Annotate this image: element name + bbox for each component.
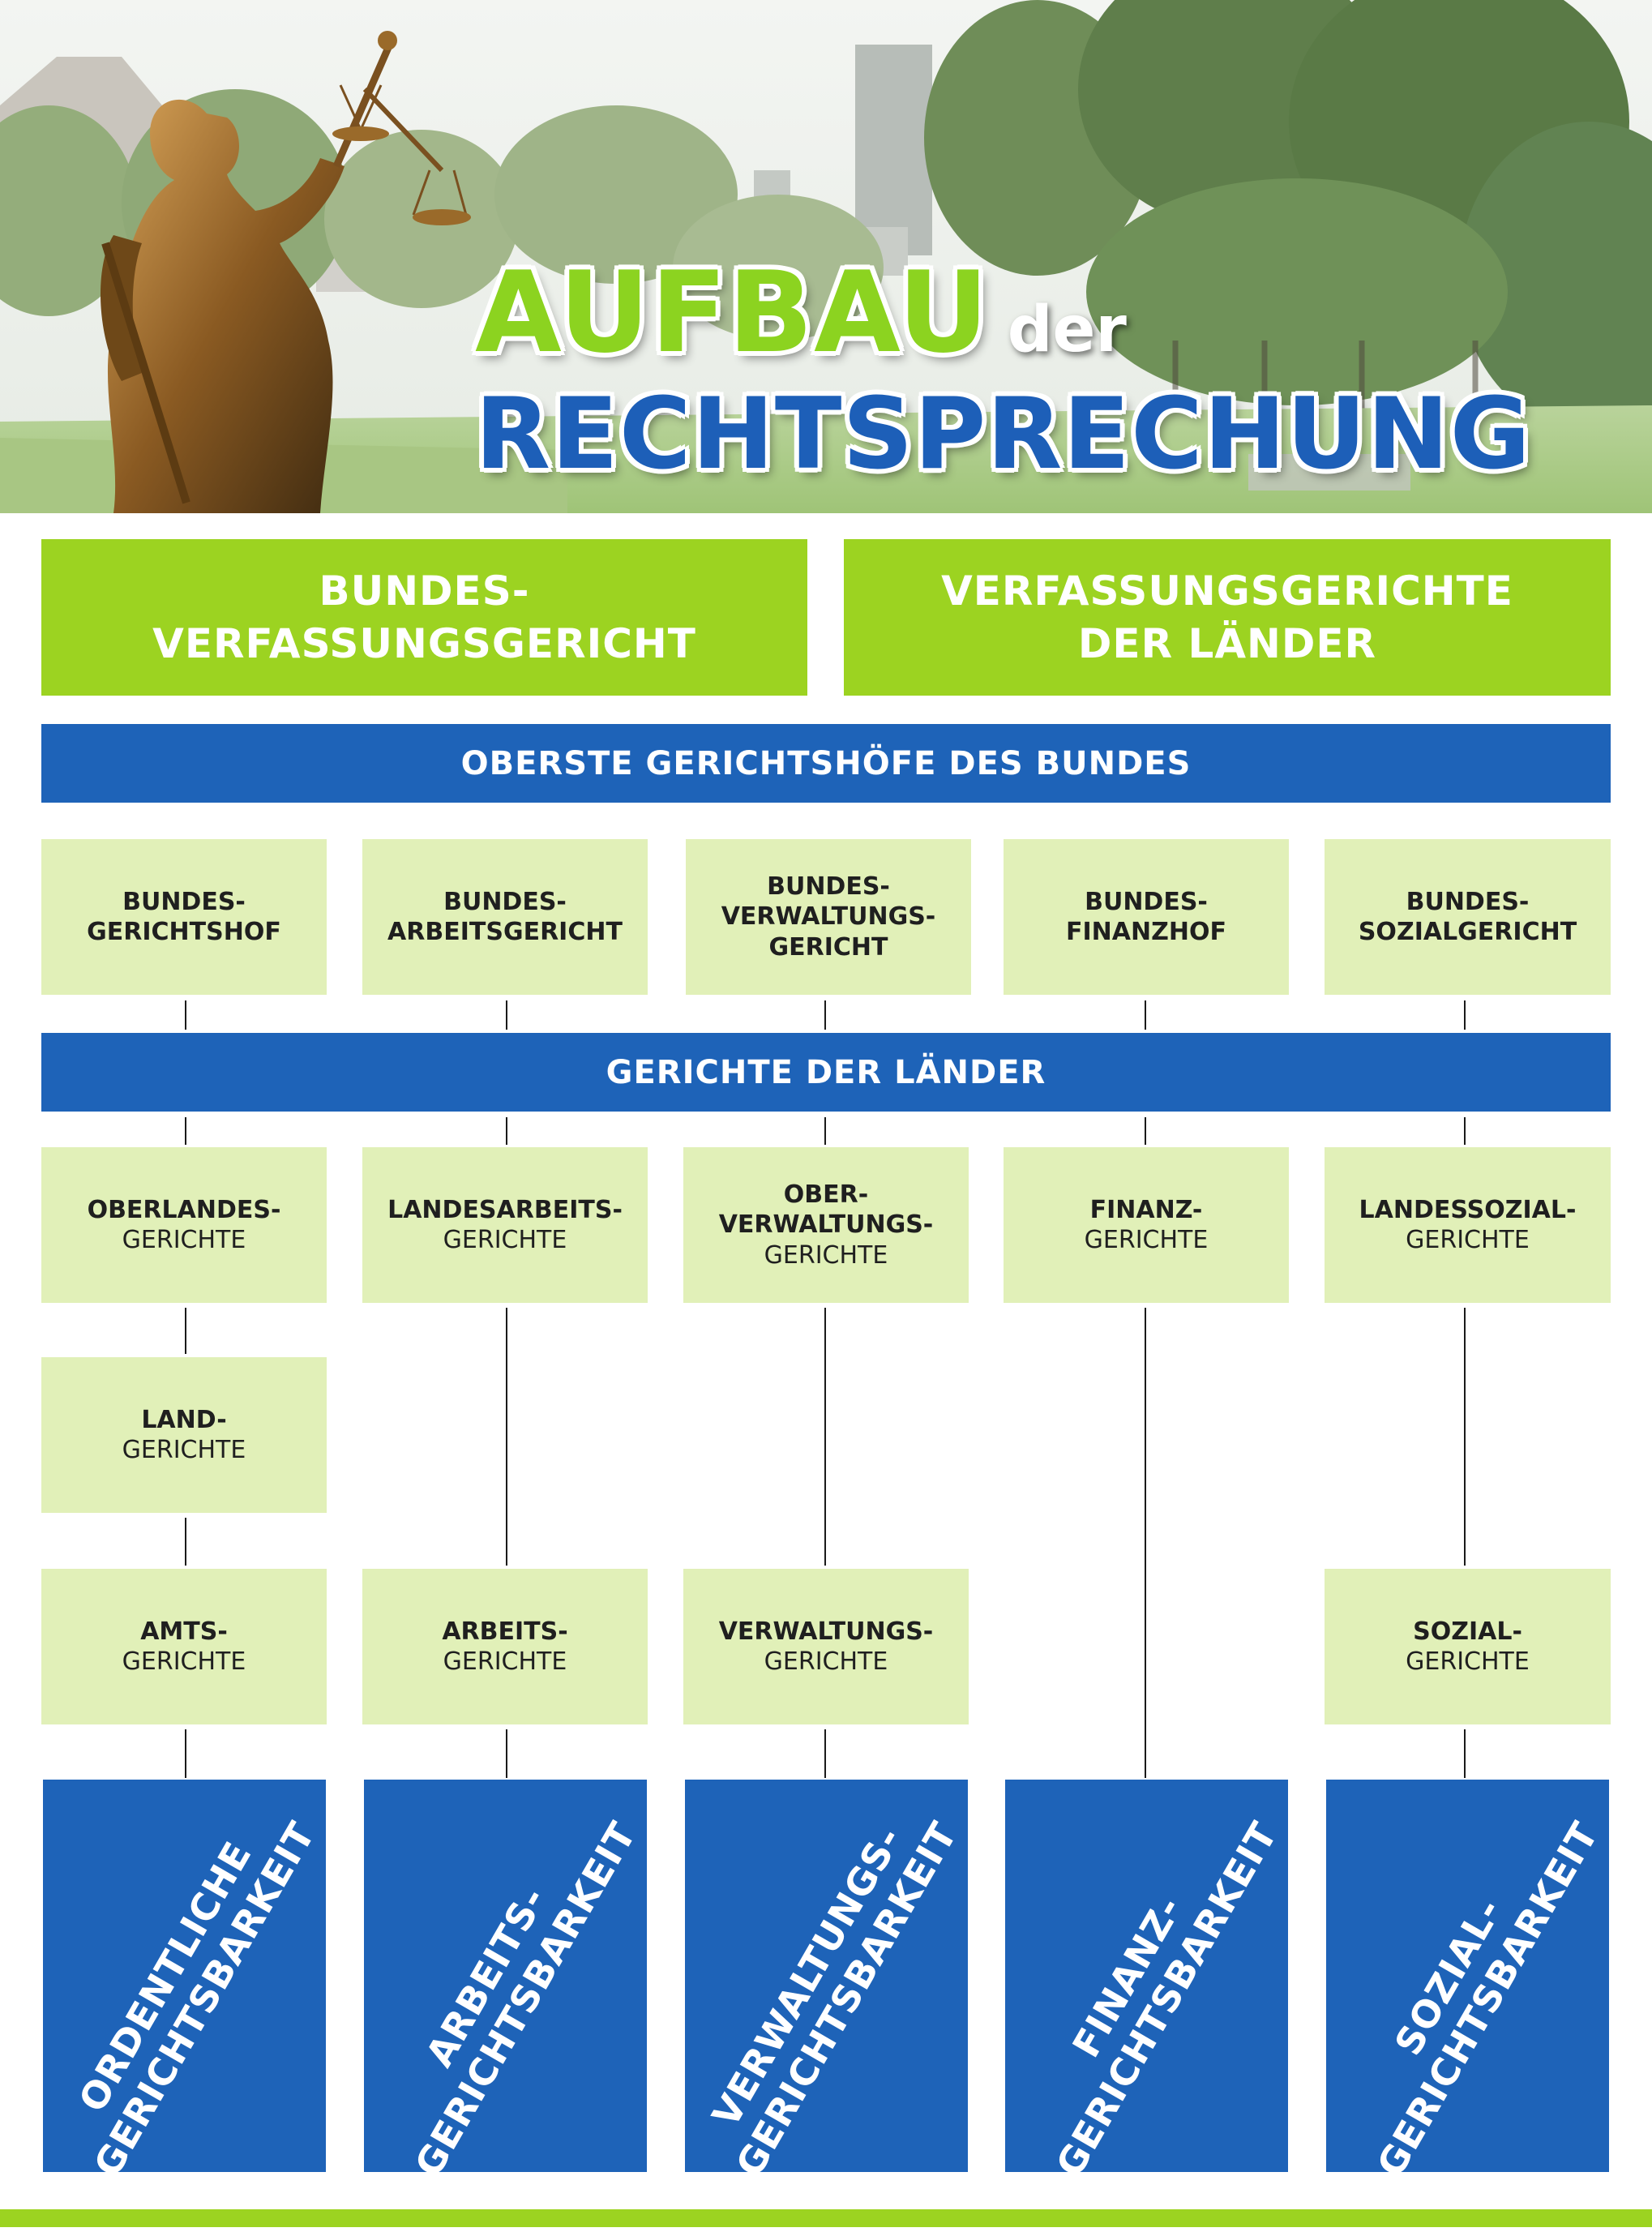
court-label-bold: OBER- — [783, 1180, 869, 1209]
connector-line — [185, 1000, 186, 1030]
court-label-normal: GERICHTE — [443, 1647, 567, 1676]
court-label-normal: GERICHTE — [1406, 1226, 1530, 1254]
connector-line — [506, 1729, 507, 1778]
connector-line — [1464, 1000, 1466, 1030]
box-label-line: VERFASSUNGSGERICHT — [152, 619, 696, 667]
court-label-normal: GERICHTE — [443, 1226, 567, 1254]
court-label-normal: GERICHTE — [764, 1647, 888, 1676]
box-bundesverwaltungsgericht: BUNDES- VERWALTUNGS- GERICHT — [686, 839, 971, 995]
court-label-normal: GERICHTE — [122, 1226, 246, 1254]
box-label-line: VERFASSUNGSGERICHTE — [941, 567, 1513, 615]
connector-line — [506, 1117, 507, 1145]
court-label: SOZIALGERICHT — [1358, 918, 1577, 946]
court-label-bold: VERWALTUNGS- — [718, 1210, 934, 1240]
box-oberverwaltungsgerichte: OBER- VERWALTUNGS- GERICHTE — [683, 1147, 969, 1303]
court-label-bold: OBERLANDES- — [87, 1195, 281, 1224]
box-landgerichte: LAND- GERICHTE — [41, 1357, 327, 1513]
court-label: BUNDES- — [767, 872, 890, 901]
title-sub: RECHTSPRECHUNG — [475, 377, 1531, 491]
connector-line — [185, 1117, 186, 1145]
court-label-normal: GERICHTE — [122, 1647, 246, 1676]
court-label: GERICHT — [768, 932, 888, 962]
court-label-normal: GERICHTE — [1406, 1647, 1530, 1676]
connector-line — [1464, 1729, 1466, 1778]
court-label-bold: LAND- — [141, 1405, 227, 1434]
court-label: VERWALTUNGS- — [721, 902, 936, 932]
box-bundessozialgericht: BUNDES- SOZIALGERICHT — [1325, 839, 1611, 995]
connector-line — [824, 1117, 826, 1145]
connector-line — [185, 1729, 186, 1778]
box-verwaltungsgerichtsbarkeit: VERWALTUNGS-GERICHTSBARKEIT — [685, 1780, 968, 2172]
connector-line — [1145, 1117, 1146, 1145]
court-label-bold: VERWALTUNGS- — [718, 1617, 934, 1646]
box-sozialgerichte: SOZIAL- GERICHTE — [1325, 1569, 1611, 1724]
court-label-bold: LANDESARBEITS- — [387, 1195, 623, 1224]
connector-line — [824, 1308, 826, 1566]
title-main: AUFBAU — [475, 247, 990, 378]
box-landesarbeitsgerichte: LANDESARBEITS- GERICHTE — [362, 1147, 648, 1303]
connector-line — [185, 1308, 186, 1354]
court-label: FINANZHOF — [1066, 918, 1226, 946]
court-label: BUNDES- — [1085, 887, 1208, 916]
box-finanzgerichte: FINANZ- GERICHTE — [1004, 1147, 1289, 1303]
court-label-bold: SOZIAL- — [1413, 1617, 1522, 1646]
court-label: GERICHTSHOF — [87, 918, 281, 946]
court-label: BUNDES- — [122, 887, 246, 916]
box-bundesgerichtshof: BUNDES- GERICHTSHOF — [41, 839, 327, 995]
court-label-normal: GERICHTE — [764, 1240, 888, 1270]
court-label-normal: GERICHTE — [122, 1436, 246, 1464]
bar-oberste-gerichtshoefe: OBERSTE GERICHTSHÖFE DES BUNDES — [41, 724, 1611, 803]
court-label-bold: ARBEITS- — [442, 1617, 568, 1646]
court-label-bold: AMTS- — [140, 1617, 228, 1646]
title-connector: der — [1007, 293, 1127, 366]
box-verwaltungsgerichte: VERWALTUNGS- GERICHTE — [683, 1569, 969, 1724]
connector-line — [1145, 1000, 1146, 1030]
box-bundesverfassungsgericht: BUNDES-VERFASSUNGSGERICHT — [41, 539, 807, 696]
bar-gerichte-der-laender: GERICHTE DER LÄNDER — [41, 1033, 1611, 1112]
court-label-bold: LANDESSOZIAL- — [1359, 1195, 1577, 1224]
connector-line — [1464, 1308, 1466, 1566]
header-background-image — [0, 0, 1652, 513]
court-label: ARBEITSGERICHT — [387, 918, 623, 946]
box-arbeitsgerichtsbarkeit: ARBEITS-GERICHTSBARKEIT — [364, 1780, 647, 2172]
box-amtsgerichte: AMTS- GERICHTE — [41, 1569, 327, 1724]
connector-line — [824, 1000, 826, 1030]
connector-line — [824, 1729, 826, 1778]
box-finanzgerichtsbarkeit: FINANZ-GERICHTSBARKEIT — [1005, 1780, 1288, 2172]
connector-line — [185, 1518, 186, 1566]
bottom-stripe — [0, 2209, 1652, 2227]
court-label: BUNDES- — [1406, 887, 1530, 916]
box-landessozialgerichte: LANDESSOZIAL- GERICHTE — [1325, 1147, 1611, 1303]
connector-line — [506, 1308, 507, 1566]
justitia-statue — [100, 31, 471, 513]
box-label-line: BUNDES- — [319, 567, 530, 615]
box-label-line: DER LÄNDER — [1077, 619, 1377, 667]
connector-line — [506, 1000, 507, 1030]
connector-line — [1464, 1117, 1466, 1145]
court-label-bold: FINANZ- — [1089, 1195, 1203, 1224]
court-label: BUNDES- — [443, 887, 567, 916]
connector-line — [1145, 1308, 1146, 1778]
box-sozialgerichtsbarkeit: SOZIAL-GERICHTSBARKEIT — [1326, 1780, 1609, 2172]
court-label-normal: GERICHTE — [1084, 1226, 1209, 1254]
box-bundesfinanzhof: BUNDES- FINANZHOF — [1004, 839, 1289, 995]
box-bundesarbeitsgericht: BUNDES- ARBEITSGERICHT — [362, 839, 648, 995]
box-arbeitsgerichte: ARBEITS- GERICHTE — [362, 1569, 648, 1724]
box-oberlandesgerichte: OBERLANDES- GERICHTE — [41, 1147, 327, 1303]
